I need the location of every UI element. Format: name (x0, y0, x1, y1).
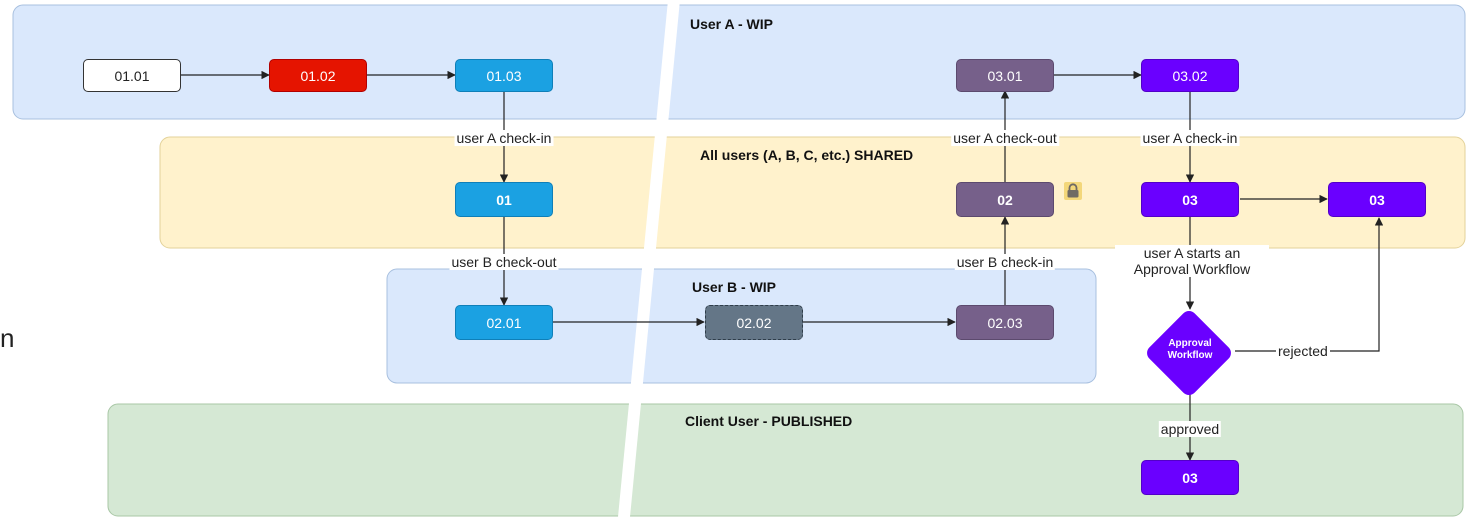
label-user-a-check-in-left: user A check-in (454, 130, 554, 146)
lane-title-client: Client User - PUBLISHED (685, 413, 853, 429)
label-user-a-check-out: user A check-out (951, 130, 1059, 146)
approval-workflow-label: Approval Workflow (1150, 338, 1230, 362)
label-user-b-check-in: user B check-in (954, 254, 1056, 270)
node-02-01[interactable]: 02.01 (455, 305, 553, 340)
node-03-01[interactable]: 03.01 (956, 59, 1054, 92)
lane-title-user-b: User B - WIP (692, 279, 777, 295)
diagonal-cut (618, 0, 680, 517)
lane-title-shared: All users (A, B, C, etc.) SHARED (700, 147, 914, 163)
label-starts-approval-workflow: user A starts an Approval Workflow (1115, 245, 1269, 277)
lane-user-a (12, 4, 1466, 120)
node-02-shared[interactable]: 02 (956, 182, 1054, 217)
node-01-01[interactable]: 01.01 (83, 59, 181, 92)
lane-title-user-a: User A - WIP (690, 16, 773, 32)
node-03-shared[interactable]: 03 (1141, 182, 1239, 217)
node-03-published[interactable]: 03 (1141, 460, 1239, 495)
lock-icon (1064, 182, 1082, 200)
lane-shared (159, 136, 1466, 249)
node-01-03[interactable]: 01.03 (455, 59, 553, 92)
approval-workflow-line1: Approval (1168, 338, 1212, 349)
node-01-shared[interactable]: 01 (455, 182, 553, 217)
node-03-shared-right[interactable]: 03 (1328, 182, 1426, 217)
approval-workflow-line2: Workflow (1167, 350, 1213, 361)
node-02-03[interactable]: 02.03 (956, 305, 1054, 340)
label-rejected: rejected (1276, 343, 1330, 359)
node-02-02[interactable]: 02.02 (705, 305, 803, 340)
label-user-a-check-in-right: user A check-in (1140, 130, 1240, 146)
node-03-02[interactable]: 03.02 (1141, 59, 1239, 92)
label-approved: approved (1158, 421, 1222, 437)
lane-client (107, 403, 1464, 517)
label-user-b-check-out: user B check-out (449, 254, 559, 270)
node-01-02[interactable]: 01.02 (269, 59, 367, 92)
stray-text: n (0, 323, 15, 353)
